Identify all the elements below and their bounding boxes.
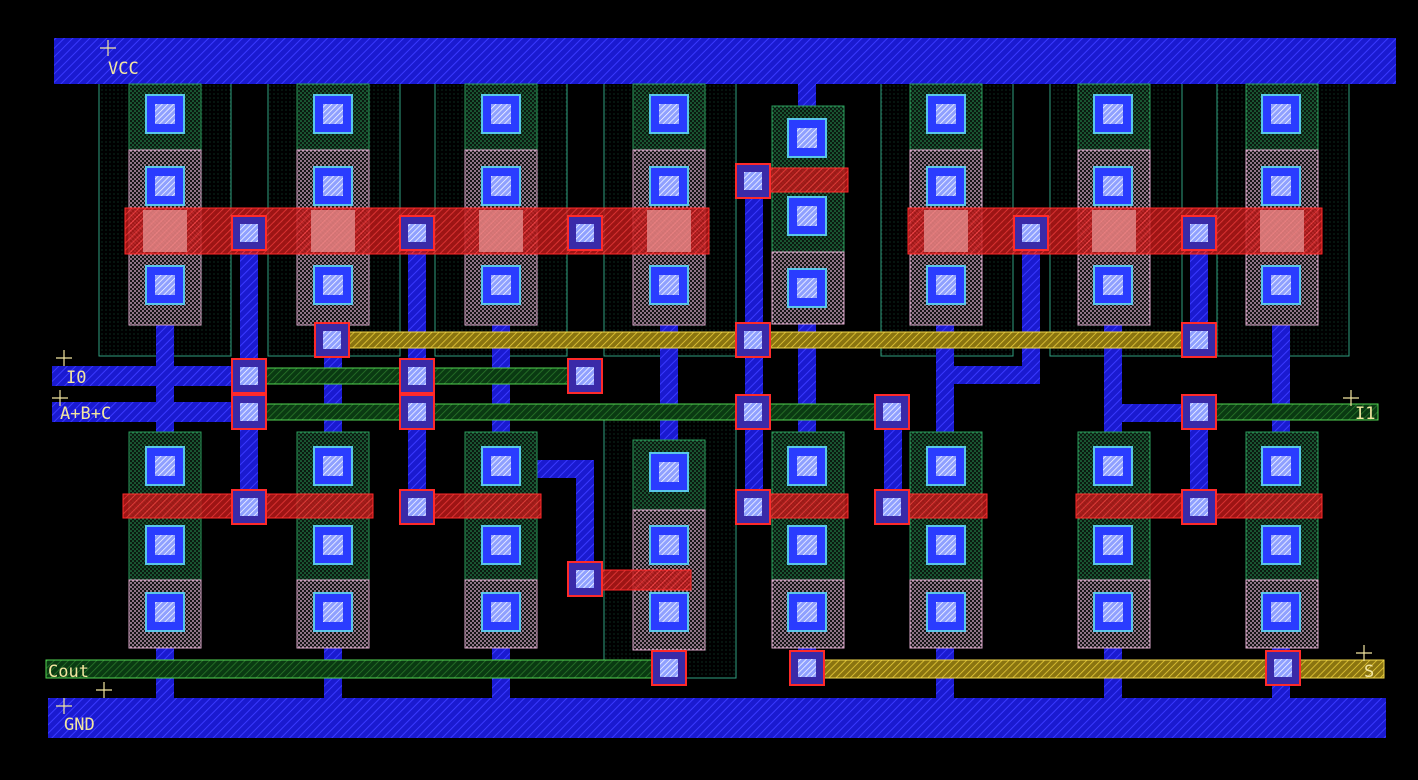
cout-label: Cout	[48, 662, 89, 682]
nwell-regions	[98, 53, 1350, 679]
i1-green-bus	[1213, 403, 1379, 421]
via-contact	[735, 163, 771, 199]
diffusion-contact	[926, 265, 966, 305]
diffusion-contact	[1093, 265, 1133, 305]
diffusion-contact	[926, 446, 966, 486]
diffusion-contact	[1261, 446, 1301, 486]
diffusion-contact	[926, 94, 966, 134]
i1-label: I1	[1355, 404, 1375, 424]
diffusion-contact	[649, 166, 689, 206]
diffusion-contact	[787, 592, 827, 632]
diffusion-contact	[926, 592, 966, 632]
via-contact	[789, 650, 825, 686]
diffusion-contact	[145, 525, 185, 565]
via-contact	[231, 489, 267, 525]
via-contact	[399, 215, 435, 251]
via-contact	[567, 215, 603, 251]
via-contacts	[231, 163, 1301, 686]
diffusion-contact	[313, 265, 353, 305]
diffusion-contact	[1093, 592, 1133, 632]
diffusion-contact	[649, 525, 689, 565]
via-contact	[1181, 489, 1217, 525]
diffusion-contact	[313, 166, 353, 206]
via-contact	[567, 358, 603, 394]
via-contact	[1265, 650, 1301, 686]
diffusion-contacts	[145, 94, 1301, 632]
diffusion-contact	[1261, 94, 1301, 134]
diffusion-contact	[1093, 166, 1133, 206]
via-contact	[399, 394, 435, 430]
diffusion-contact	[481, 265, 521, 305]
abc-label: A+B+C	[60, 404, 111, 424]
via-contact	[735, 394, 771, 430]
via-contact	[231, 215, 267, 251]
via-contact	[567, 561, 603, 597]
gnd-label: GND	[64, 715, 95, 735]
via-contact	[1181, 215, 1217, 251]
via-contact	[735, 489, 771, 525]
diffusion-contact	[1261, 592, 1301, 632]
gnd-rail	[48, 698, 1386, 738]
via-contact	[231, 394, 267, 430]
diffusion-contact	[481, 525, 521, 565]
poly-gate-blocks	[143, 210, 1304, 252]
diffusion-contact	[787, 268, 827, 308]
diffusion-contact	[481, 446, 521, 486]
label-markers	[52, 40, 1372, 714]
diffusion-contact	[145, 265, 185, 305]
diffusion-contact	[481, 592, 521, 632]
i0-bar	[52, 366, 264, 386]
diffusion-contact	[787, 525, 827, 565]
via-contact	[735, 322, 771, 358]
diffusion-contact	[787, 118, 827, 158]
via-contact	[399, 489, 435, 525]
diffusion-contact	[1093, 525, 1133, 565]
via-contact	[231, 358, 267, 394]
diffusion-contact	[481, 94, 521, 134]
via-contact	[651, 650, 687, 686]
diffusion-contact	[1261, 265, 1301, 305]
diffusion-contact	[145, 94, 185, 134]
diffusion-contact	[145, 166, 185, 206]
via-contact	[874, 489, 910, 525]
via-contact	[1181, 394, 1217, 430]
via-contact	[1181, 322, 1217, 358]
diffusion-contact	[649, 94, 689, 134]
diffusion-contact	[926, 525, 966, 565]
via-contact	[314, 322, 350, 358]
diffusion-contact	[1261, 525, 1301, 565]
vcc-rail	[54, 38, 1396, 84]
s-label: S	[1364, 662, 1374, 682]
diffusion-contact	[1093, 94, 1133, 134]
diffusion-contact	[313, 446, 353, 486]
diffusion-contact	[787, 446, 827, 486]
diffusion-contact	[313, 525, 353, 565]
abc-green-bus	[263, 403, 877, 421]
via-contact	[399, 358, 435, 394]
diffusion-contact	[481, 166, 521, 206]
diffusion-contact	[649, 592, 689, 632]
diffusion-contact	[926, 166, 966, 206]
cout-green-bus	[45, 659, 653, 679]
i0-label: I0	[66, 368, 86, 388]
diffusion-contact	[313, 592, 353, 632]
diffusion-contact	[1093, 446, 1133, 486]
vcc-label: VCC	[108, 59, 139, 79]
diffusion-contact	[145, 592, 185, 632]
diffusion-contact	[649, 452, 689, 492]
abc-bar	[52, 402, 264, 422]
diffusion-contact	[649, 265, 689, 305]
diffusion-contact	[145, 446, 185, 486]
via-contact	[1013, 215, 1049, 251]
diffusion-contact	[313, 94, 353, 134]
diffusion-contact	[787, 196, 827, 236]
via-contact	[874, 394, 910, 430]
diffusion-contact	[1261, 166, 1301, 206]
